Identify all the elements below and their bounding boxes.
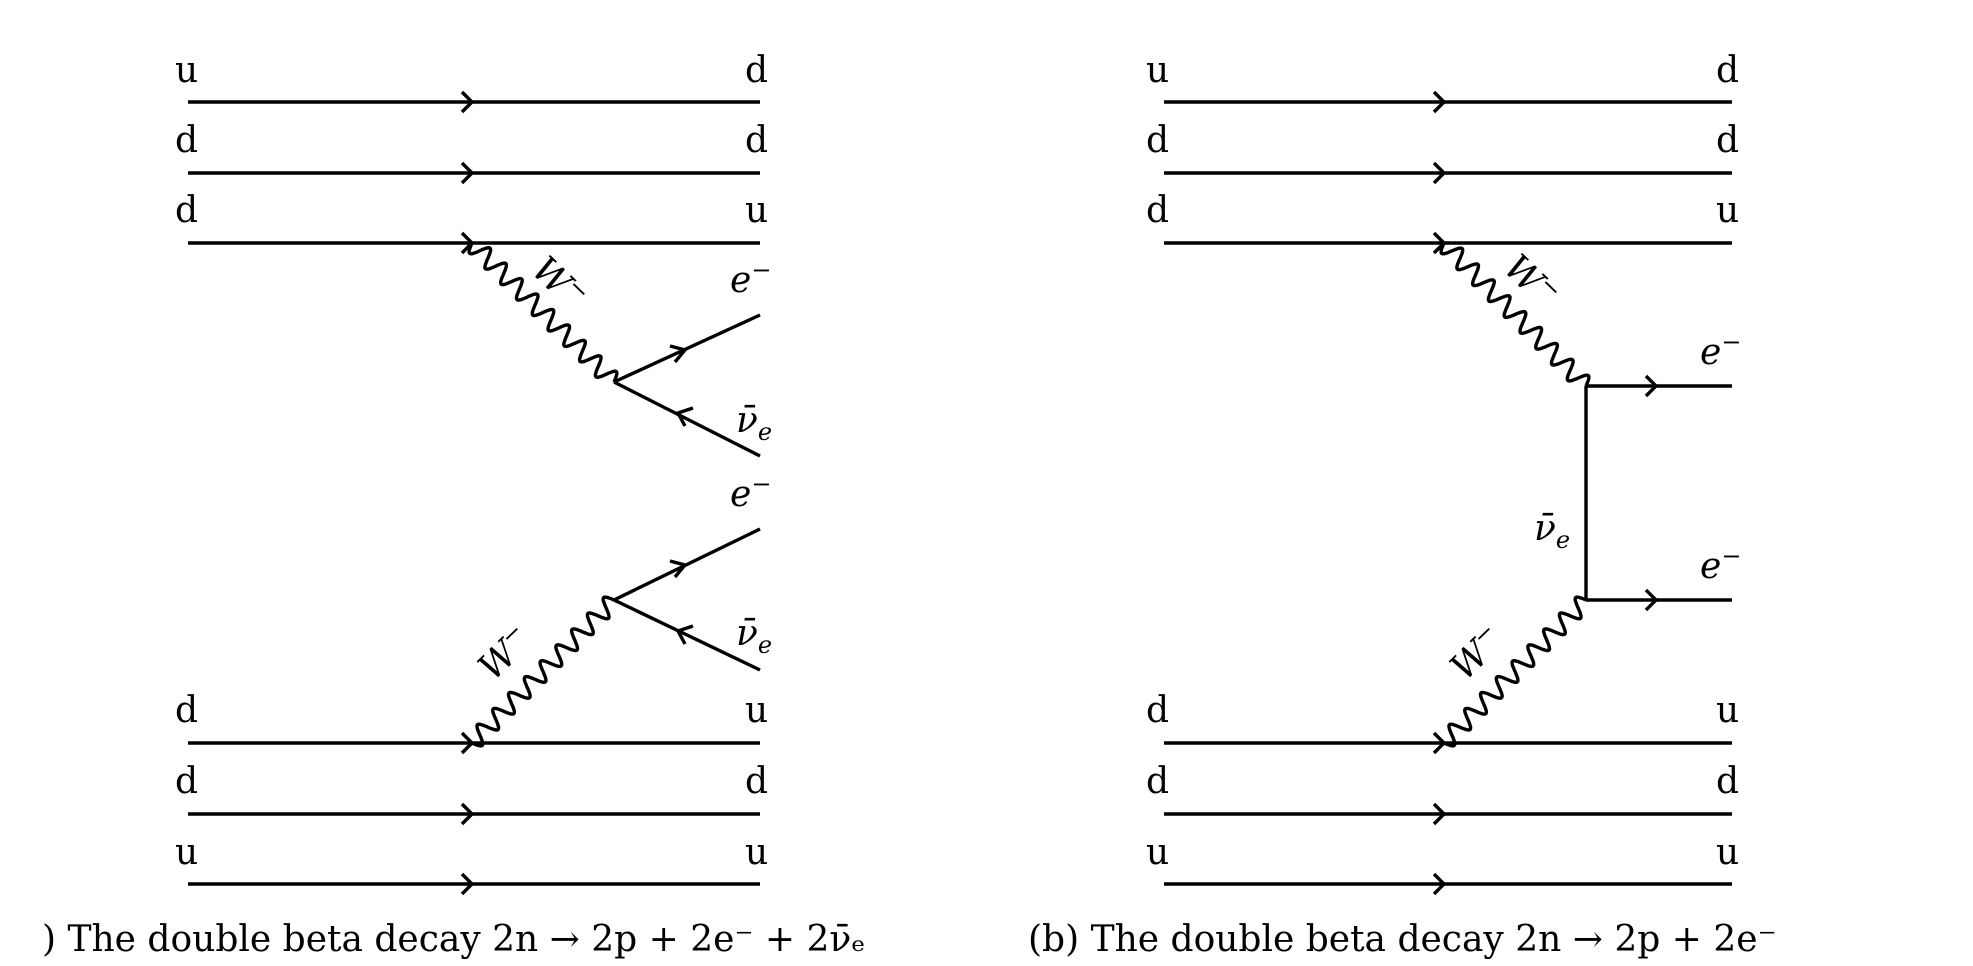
quark-label: d — [175, 120, 198, 161]
quark-label: d — [1716, 761, 1739, 802]
electron-label: e− — [1700, 328, 1741, 373]
arrow-icon — [669, 344, 689, 364]
quark-label: d — [1146, 190, 1169, 231]
quark-label: d — [1146, 690, 1169, 731]
arrow-icon — [460, 802, 475, 826]
arrow-icon — [1644, 588, 1659, 612]
quark-label: d — [745, 120, 768, 161]
w-boson-upper — [1439, 242, 1591, 387]
quark-label: d — [745, 50, 768, 91]
electron-line — [613, 313, 761, 384]
electron-label: e− — [1700, 542, 1741, 587]
electron-label: e− — [730, 256, 771, 301]
quark-label: d — [1716, 120, 1739, 161]
antineutrino-label: ν̄e — [736, 400, 772, 446]
w-boson-lower — [471, 595, 615, 748]
antineutrino-line — [613, 380, 761, 458]
caption-a: ) The double beta decay 2n → 2p + 2e⁻ + … — [42, 919, 865, 960]
arrow-icon — [460, 872, 475, 896]
w-boson-lower — [1443, 595, 1587, 748]
arrow-icon — [1432, 872, 1447, 896]
caption-b: (b) The double beta decay 2n → 2p + 2e⁻ — [1028, 919, 1777, 960]
quark-label: u — [1146, 832, 1169, 873]
quark-label: d — [175, 690, 198, 731]
arrow-icon — [1432, 161, 1447, 185]
quark-label: d — [1716, 50, 1739, 91]
arrow-icon — [675, 406, 694, 427]
quark-label: u — [1146, 50, 1169, 91]
w-boson-upper — [467, 242, 619, 383]
quark-label: d — [745, 761, 768, 802]
electron-label: e− — [730, 470, 771, 515]
antineutrino-label: ν̄e — [1534, 508, 1570, 554]
quark-label: u — [175, 832, 198, 873]
arrow-icon — [460, 161, 475, 185]
quark-label: u — [1716, 690, 1739, 731]
quark-label: u — [745, 690, 768, 731]
diagram-a: u d d d d u d u d d u u W− W− e− ν̄e e− … — [42, 50, 865, 960]
quark-label: u — [745, 190, 768, 231]
diagram-b: u d d d d u d u d d u u W− W− e− e− ν̄e … — [1028, 50, 1777, 960]
quark-label: u — [1716, 832, 1739, 873]
arrow-icon — [460, 90, 475, 114]
quark-label: d — [1146, 761, 1169, 802]
antineutrino-line — [613, 598, 761, 672]
quark-label: d — [1146, 120, 1169, 161]
arrow-icon — [1432, 802, 1447, 826]
quark-label: d — [175, 761, 198, 802]
quark-label: u — [745, 832, 768, 873]
quark-label: u — [175, 50, 198, 91]
arrow-icon — [1432, 90, 1447, 114]
quark-label: d — [175, 190, 198, 231]
antineutrino-label: ν̄e — [736, 613, 772, 659]
arrow-icon — [675, 624, 694, 645]
arrow-icon — [669, 559, 689, 579]
quark-label: u — [1716, 190, 1739, 231]
arrow-icon — [1644, 374, 1659, 398]
